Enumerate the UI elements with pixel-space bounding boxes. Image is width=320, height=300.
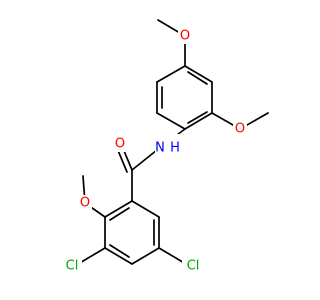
atom-o-carbonyl: O (113, 136, 127, 152)
atom-o-top-label: O (180, 29, 190, 44)
atom-cl-right-label: Cl (187, 259, 200, 274)
atom-cl-left-label: Cl (66, 259, 79, 274)
bond-ring1-c (156, 112, 186, 130)
bond-ring2-c (104, 247, 133, 265)
atom-cl-left: Cl (62, 256, 82, 274)
bond-ring1-double-2 (187, 111, 208, 124)
atom-o-right-label: O (235, 122, 245, 137)
bond-ring2-cl-left (77, 247, 106, 265)
atom-o-top: O (178, 28, 192, 44)
bond-ring1-a (156, 65, 186, 83)
atom-labels: O O N H O O Cl Cl (62, 28, 247, 274)
molecule-diagram: O O N H O O Cl Cl (62, 19, 269, 274)
bond-ring1-d (184, 112, 213, 130)
atom-o-left-label: O (80, 196, 90, 211)
atom-nh: N H (155, 134, 183, 156)
atom-nh-label: H (170, 141, 180, 156)
bond-ring2-double-1 (109, 207, 130, 221)
atom-o-carbonyl-label: O (115, 137, 125, 152)
bond-ring1-double-3 (187, 71, 208, 85)
bond-ring2-cl-right (158, 247, 187, 265)
atom-o-right: O (233, 121, 247, 137)
bond-ring2-d (131, 247, 160, 265)
bond-ring1-f (184, 65, 213, 83)
atom-cl-right: Cl (182, 256, 204, 274)
atom-o-left: O (78, 195, 92, 211)
atom-n-label: N (155, 141, 165, 156)
bond-ring2-f (131, 200, 160, 218)
bond-ring2-a (104, 200, 133, 218)
bond-ring2-double-2 (109, 244, 130, 258)
